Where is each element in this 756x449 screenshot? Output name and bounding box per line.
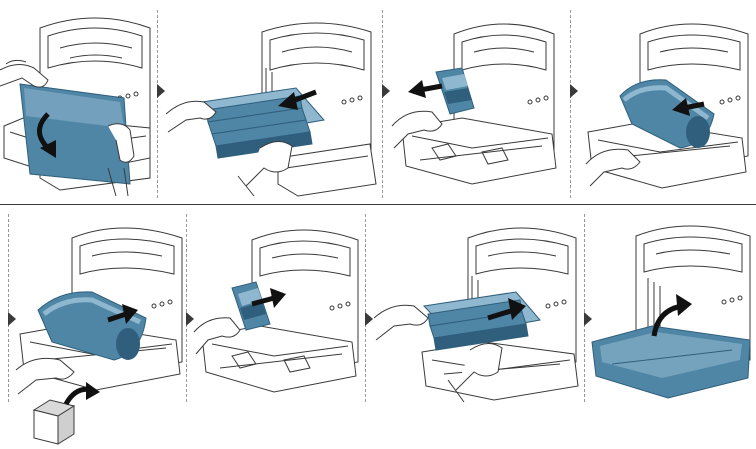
arrow-icon xyxy=(63,382,100,406)
hand-icon xyxy=(237,141,293,197)
step-arrow-marker xyxy=(157,84,165,98)
step-illustration xyxy=(193,229,359,393)
step-separator xyxy=(365,214,366,402)
step-arrow-marker xyxy=(570,84,578,98)
step-arrow-marker xyxy=(584,312,592,326)
step-remove-toner-cartridge xyxy=(391,8,564,196)
step-arrow-marker xyxy=(186,312,194,326)
step-arrow-marker xyxy=(382,84,390,98)
arrow-icon xyxy=(408,80,443,98)
toner-cartridge-icon xyxy=(231,281,271,331)
step-illustration xyxy=(165,22,377,197)
step-illustration xyxy=(585,23,749,189)
hand-icon xyxy=(373,304,429,341)
step-separator xyxy=(382,10,383,198)
step-insert-toner-cartridge xyxy=(193,214,364,402)
step-separator xyxy=(570,10,571,198)
arrow-icon xyxy=(107,304,138,324)
imaging-unit-icon xyxy=(619,79,715,149)
step-insert-new-imaging-unit xyxy=(15,214,186,446)
hand-icon xyxy=(391,110,443,149)
step-open-front-cover xyxy=(0,8,155,197)
step-remove-toner-tray xyxy=(165,8,381,197)
arrow-icon xyxy=(251,288,286,308)
step-remove-imaging-unit xyxy=(580,8,752,196)
printer-icon xyxy=(401,23,557,185)
step-illustration xyxy=(591,225,751,399)
row-divider xyxy=(0,204,756,205)
step-illustration xyxy=(15,227,183,445)
step-arrow-marker xyxy=(365,312,373,326)
hand-icon xyxy=(165,100,217,133)
arrow-icon xyxy=(672,98,705,116)
step-separator xyxy=(186,214,187,402)
step-arrow-marker xyxy=(8,312,16,326)
imaging-unit-icon xyxy=(37,291,147,361)
hand-icon xyxy=(193,317,241,355)
hand-icon xyxy=(585,148,641,187)
arrow-icon xyxy=(487,298,526,321)
hand-icon xyxy=(107,123,135,197)
step-close-front-cover xyxy=(591,214,754,414)
hand-icon xyxy=(15,357,75,395)
hand-icon xyxy=(447,343,503,403)
arrow-icon xyxy=(651,294,692,337)
step-illustration xyxy=(373,227,579,403)
step-illustration xyxy=(391,23,557,185)
toner-cartridge-icon xyxy=(435,67,475,115)
step-separator xyxy=(584,214,585,402)
printer-icon xyxy=(201,229,359,393)
hand-icon xyxy=(0,59,49,88)
step-illustration xyxy=(0,17,151,197)
step-insert-toner-tray xyxy=(373,214,582,403)
arrow-icon xyxy=(278,89,317,110)
step-separator xyxy=(8,214,9,402)
step-separator xyxy=(157,10,158,198)
arrow-icon xyxy=(37,112,56,158)
box-icon xyxy=(32,399,76,445)
